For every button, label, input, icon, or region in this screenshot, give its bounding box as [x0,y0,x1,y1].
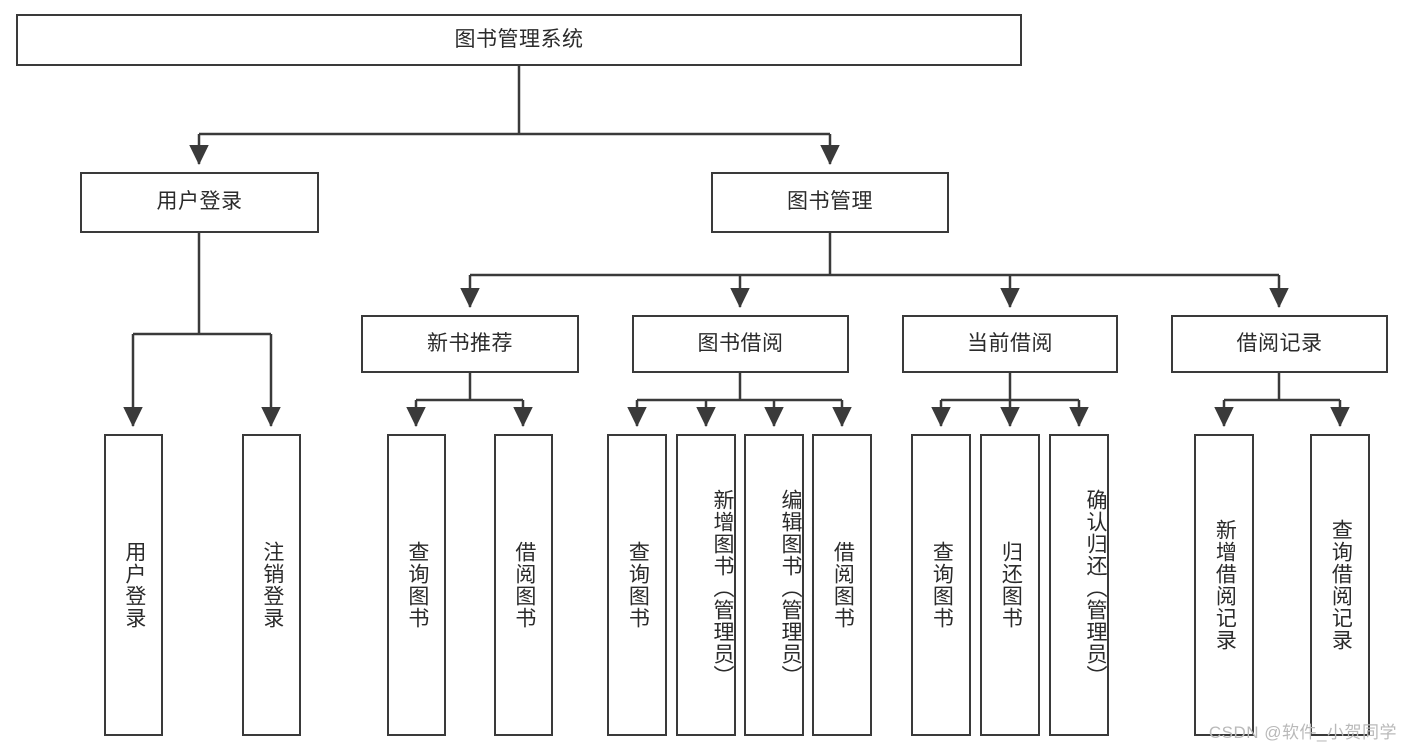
node-book-management[interactable]: 图书管理 [711,172,949,233]
node-leaf-add-borrow-record[interactable]: 新增借阅记录 [1194,434,1254,736]
node-label: 新增借阅记录 [1213,519,1237,651]
node-leaf-borrow-book[interactable]: 借阅图书 [812,434,872,736]
node-leaf-query-book-current[interactable]: 查询图书 [911,434,971,736]
node-leaf-user-logout[interactable]: 注销登录 [242,434,301,736]
node-label: 归还图书 [999,541,1023,629]
node-label: 图书借阅 [697,331,784,355]
node-label: 确认归还（管理员） [1084,489,1107,687]
node-label: 注销登录 [260,541,284,629]
node-label: 用户登录 [122,541,146,629]
node-label: 查询图书 [405,541,429,629]
node-label: 图书管理 [787,190,873,214]
node-new-book-recommendation[interactable]: 新书推荐 [361,315,579,373]
node-leaf-user-login[interactable]: 用户登录 [104,434,163,736]
node-book-borrow[interactable]: 图书借阅 [632,315,849,373]
node-leaf-confirm-return[interactable]: 确认归还（管理员） [1049,434,1109,736]
node-label: 编辑图书（管理员） [779,489,802,687]
node-label: 借阅记录 [1236,331,1323,355]
node-label: 图书管理系统 [454,27,584,51]
node-leaf-return-book[interactable]: 归还图书 [980,434,1040,736]
node-label: 用户登录 [156,190,243,214]
node-current-borrow[interactable]: 当前借阅 [902,315,1118,373]
node-label: 查询图书 [626,541,650,629]
node-leaf-query-book-rec[interactable]: 查询图书 [387,434,446,736]
node-label: 查询图书 [930,541,954,629]
node-leaf-borrow-book-rec[interactable]: 借阅图书 [494,434,553,736]
node-label: 借阅图书 [831,541,855,629]
node-borrow-record[interactable]: 借阅记录 [1171,315,1388,373]
node-label: 新增图书（管理员） [711,489,734,687]
node-label: 查询借阅记录 [1329,519,1353,651]
node-leaf-edit-book[interactable]: 编辑图书（管理员） [744,434,804,736]
node-user-login[interactable]: 用户登录 [80,172,319,233]
node-label: 借阅图书 [512,541,536,629]
node-root-book-management-system[interactable]: 图书管理系统 [16,14,1022,66]
node-label: 当前借阅 [967,331,1053,355]
node-leaf-query-book-borrow[interactable]: 查询图书 [607,434,667,736]
node-label: 新书推荐 [427,331,513,355]
node-leaf-add-book[interactable]: 新增图书（管理员） [676,434,736,736]
node-leaf-query-borrow-record[interactable]: 查询借阅记录 [1310,434,1370,736]
